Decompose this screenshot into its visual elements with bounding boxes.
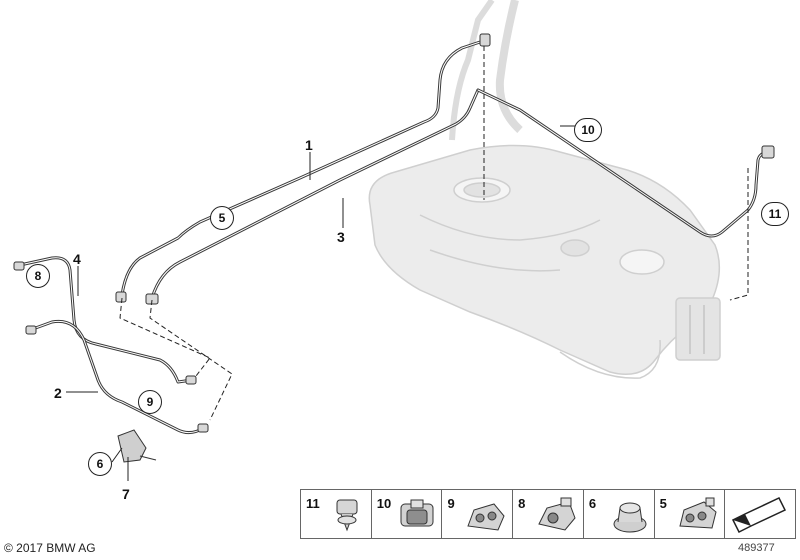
callout-11: 11 [761,202,789,226]
part-cell-10[interactable]: 10 [371,489,443,541]
callout-10: 10 [574,118,602,142]
callout-8: 8 [26,264,50,288]
connection-leaders [119,46,749,421]
callout-1: 1 [305,137,313,153]
part-number: 9 [447,496,455,511]
part-cell-6[interactable]: 6 [583,489,655,541]
part-cell-9[interactable]: 9 [442,489,514,541]
callout-leaders [66,125,578,481]
callout-6: 6 [88,452,112,476]
hex-nut-icon [610,496,650,541]
callout-4: 4 [73,251,81,267]
part-number: 8 [518,496,526,511]
part-cell-arrow [725,489,797,541]
fuel-lines [18,38,772,435]
callout-2: 2 [54,385,62,401]
part-number: 6 [588,496,597,511]
clip-icon [329,496,367,541]
arrow-icon [729,494,789,541]
part-cell-11[interactable]: 11 [300,489,372,539]
line-connectors [13,33,775,433]
part-number: 11 [306,496,320,511]
clip-part-6 [117,429,157,463]
clamp-icon [397,496,437,541]
part-cell-5[interactable]: 5 [654,489,726,541]
part-cell-8[interactable]: 8 [513,489,584,539]
parts-strip: 11 10 9 8 6 5 [300,489,797,541]
fuel-line-2 [28,319,206,435]
copyright-text: © 2017 BMW AG [4,541,96,555]
part-number: 10 [376,496,392,511]
line-holder-icon [676,496,720,541]
image-id: 489377 [738,542,775,554]
callout-3: 3 [337,229,345,245]
part-number: 5 [659,496,667,511]
line-holder-icon [464,496,508,541]
callout-9: 9 [138,390,162,414]
callout-5: 5 [210,206,234,230]
callout-7: 7 [122,486,130,502]
line-holder-icon [535,496,579,541]
fuel-tank [368,0,721,379]
